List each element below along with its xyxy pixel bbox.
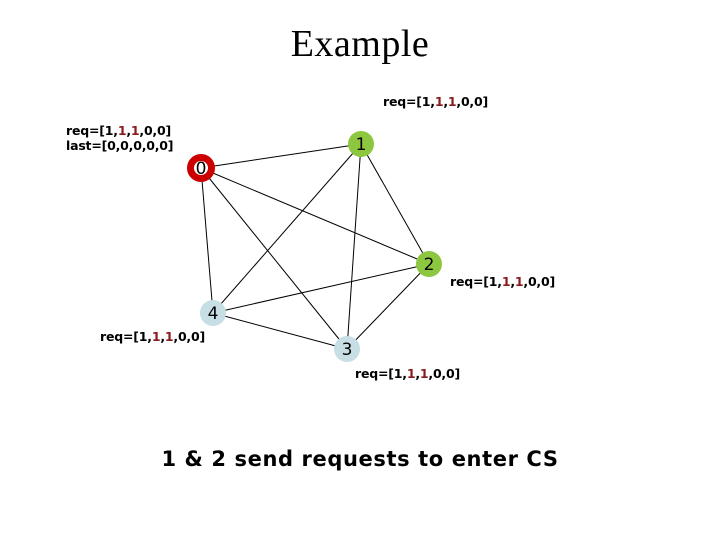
node-circle-0 <box>187 154 215 182</box>
annotation-highlight: 1 <box>501 274 511 289</box>
annotation-text: req=[1, <box>100 329 152 344</box>
node-circle-1 <box>348 131 374 157</box>
node-label-3: 3 <box>342 340 353 360</box>
annotation-highlight: 1 <box>447 94 457 109</box>
annotation-highlight: 1 <box>130 123 140 138</box>
node-circle-2 <box>416 251 442 277</box>
annotation-text: last=[0,0,0,0,0] <box>66 138 174 153</box>
graph-node-2[interactable]: 2 <box>416 251 442 277</box>
annotation-text: ,0,0] <box>428 366 460 381</box>
node-layer: 0 1 2 3 4 <box>187 131 442 362</box>
node-annotation-2: req=[1,1,1,0,0] <box>450 274 555 289</box>
annotation-text: ,0,0] <box>456 94 488 109</box>
annotation-highlight: 1 <box>434 94 444 109</box>
node-annotation-0: req=[1,1,1,0,0]last=[0,0,0,0,0] <box>66 123 174 153</box>
annotation-highlight: 1 <box>164 329 174 344</box>
annotation-text: , <box>160 329 165 344</box>
graph-edge-3-4 <box>212 312 348 350</box>
node-annotation-1: req=[1,1,1,0,0] <box>383 94 488 109</box>
annotation-highlight: 1 <box>151 329 161 344</box>
annotation-line: req=[1,1,1,0,0] <box>66 123 173 138</box>
annotation-text: , <box>415 366 420 381</box>
graph-edge-0-2 <box>200 167 430 265</box>
slide-caption: 1 & 2 send requests to enter CS <box>161 447 559 471</box>
annotation-text: req=[1, <box>66 123 118 138</box>
graph-edge-0-3 <box>200 167 348 350</box>
annotation-highlight: 1 <box>514 274 524 289</box>
graph-node-4[interactable]: 4 <box>200 300 226 326</box>
annotation-line: req=[1,1,1,0,0] <box>450 274 555 289</box>
annotation-text: ,0,0] <box>173 329 205 344</box>
annotation-highlight: 1 <box>419 366 429 381</box>
node-annotation-3: req=[1,1,1,0,0] <box>355 366 460 381</box>
edge-layer <box>200 143 430 350</box>
annotation-text: req=[1, <box>450 274 502 289</box>
graph-edge-2-3 <box>346 263 430 350</box>
page-title: Example <box>290 23 430 65</box>
node-label-1: 1 <box>356 135 367 155</box>
annotation-text: ,0,0] <box>523 274 555 289</box>
annotation-highlight: 1 <box>406 366 416 381</box>
graph-node-1[interactable]: 1 <box>348 131 374 157</box>
annotation-line: req=[1,1,1,0,0] <box>100 329 205 344</box>
node-circle-4 <box>200 300 226 326</box>
annotation-text: req=[1, <box>383 94 435 109</box>
annotation-line: req=[1,1,1,0,0] <box>355 366 460 381</box>
graph-edge-0-1 <box>200 143 362 169</box>
graph-edge-0-4 <box>200 167 214 314</box>
graph-node-0[interactable]: 0 <box>187 154 215 182</box>
annotation-text: , <box>443 94 448 109</box>
node-annotation-4: req=[1,1,1,0,0] <box>100 329 205 344</box>
annotation-highlight: 1 <box>117 123 127 138</box>
annotation-line: last=[0,0,0,0,0] <box>66 138 174 153</box>
annotation-text: , <box>126 123 131 138</box>
annotation-text: , <box>510 274 515 289</box>
graph-edge-1-4 <box>212 143 362 314</box>
annotation-text: ,0,0] <box>139 123 171 138</box>
graph-edge-1-2 <box>360 143 430 265</box>
annotation-text: req=[1, <box>355 366 407 381</box>
node-label-0: 0 <box>196 159 207 179</box>
graph-edge-1-3 <box>346 143 362 350</box>
node-label-2: 2 <box>424 255 435 275</box>
node-label-4: 4 <box>208 304 219 324</box>
node-circle-3 <box>334 336 360 362</box>
graph-node-3[interactable]: 3 <box>334 336 360 362</box>
graph-edge-2-4 <box>212 263 430 314</box>
annotation-line: req=[1,1,1,0,0] <box>383 94 488 109</box>
